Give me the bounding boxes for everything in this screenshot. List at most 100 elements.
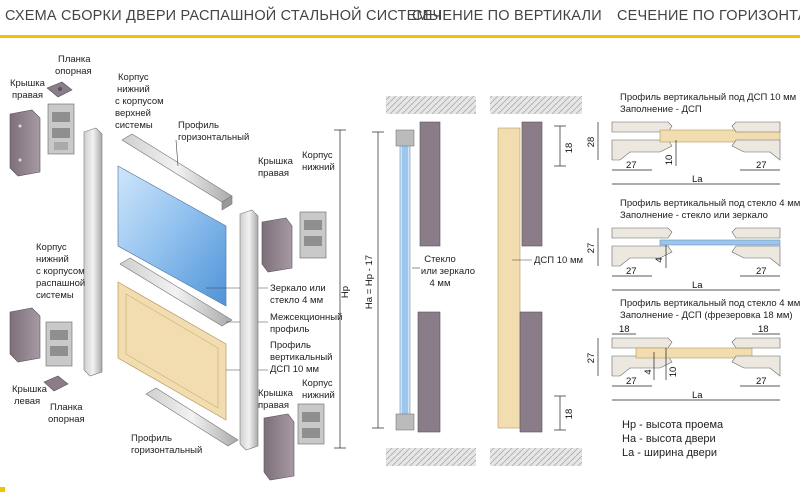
label-mid-profile-1: Межсекционный bbox=[270, 312, 342, 323]
label-cap-right-r-1: Крышка bbox=[258, 156, 294, 167]
label-cap-right-top-1: Крышка bbox=[10, 78, 46, 89]
label-cap-right-r-2: правая bbox=[258, 168, 289, 179]
label-hp: Hp bbox=[340, 286, 351, 298]
label-planka-bot-1: Планка bbox=[50, 402, 83, 413]
horizontal-profile-bottom bbox=[145, 387, 239, 447]
housing-top bbox=[47, 103, 75, 155]
label-housing-right-1: Корпус bbox=[302, 150, 333, 161]
label-cap-right-b-2: правая bbox=[258, 400, 289, 411]
s2-dim-h: 27 bbox=[586, 243, 597, 254]
section1-title: Профиль вертикальный под ДСП 10 мм bbox=[620, 92, 796, 103]
vertical-profile-left bbox=[83, 127, 103, 377]
label-glass-2: или зеркало bbox=[421, 266, 475, 277]
s3-dim-18-left: 18 bbox=[619, 324, 630, 335]
label-housing-mid-3: с корпусом bbox=[36, 266, 85, 277]
section2-drawing bbox=[597, 227, 781, 291]
section1-fill: Заполнение - ДСП bbox=[620, 104, 702, 115]
label-housing-mid-5: системы bbox=[36, 290, 74, 301]
horizontal-profile-top bbox=[121, 133, 233, 211]
title-vertical-section: СЕЧЕНИЕ ПО ВЕРТИКАЛИ bbox=[412, 8, 602, 24]
s2-dim-la: La bbox=[692, 280, 703, 291]
s3-dim-h: 27 bbox=[586, 353, 597, 364]
label-housing-top-3: с корпусом bbox=[115, 96, 164, 107]
cap-left-bottom bbox=[9, 307, 41, 363]
label-cap-left-2: левая bbox=[14, 396, 40, 407]
s1-dim-l: 27 bbox=[626, 160, 637, 171]
section3-title: Профиль вертикальный под стекло 4 мм bbox=[620, 298, 800, 309]
label-housing-bot-1: Корпус bbox=[302, 378, 333, 389]
label-profile-v-2: вертикальный bbox=[270, 352, 332, 363]
label-glass-1: Стекло bbox=[424, 254, 456, 265]
s1-dim-la: La bbox=[692, 174, 703, 185]
label-mirror-2: стекло 4 мм bbox=[270, 295, 323, 306]
accent-rule bbox=[0, 35, 800, 38]
label-ha: Ha = Hp - 17 bbox=[364, 255, 375, 309]
s1-dim-t: 10 bbox=[664, 155, 675, 166]
s3-dim-t2: 10 bbox=[668, 367, 679, 378]
label-planka-bot-2: опорная bbox=[48, 414, 85, 425]
s3-dim-la: La bbox=[692, 390, 703, 401]
label-dsp-section: ДСП 10 мм bbox=[534, 255, 583, 266]
label-profile-v-1: Профиль bbox=[270, 340, 311, 351]
s2-dim-t: 4 bbox=[654, 257, 665, 262]
label-housing-top-5: системы bbox=[115, 120, 153, 131]
label-planka-top-1: Планка bbox=[58, 54, 91, 65]
label-housing-mid-4: распашной bbox=[36, 278, 85, 289]
label-planka-top-2: опорная bbox=[55, 66, 92, 77]
label-housing-top-4: верхней bbox=[115, 108, 151, 119]
s2-dim-r: 27 bbox=[756, 266, 767, 277]
dim-top-18: 18 bbox=[564, 143, 575, 154]
label-profile-h-bot-1: Профиль bbox=[131, 433, 172, 444]
cap-right-lower bbox=[263, 413, 295, 481]
cap-right-top bbox=[9, 109, 41, 177]
glass-panel bbox=[117, 165, 227, 307]
label-housing-bot-2: нижний bbox=[302, 390, 335, 401]
s3-dim-18-right: 18 bbox=[758, 324, 769, 335]
dim-bottom-18: 18 bbox=[564, 409, 575, 420]
label-mirror-1: Зеркало или bbox=[270, 283, 326, 294]
s1-dim-r: 27 bbox=[756, 160, 767, 171]
section1-drawing bbox=[597, 121, 781, 185]
section2-title: Профиль вертикальный под стекло 4 мм bbox=[620, 198, 800, 209]
housing-right-upper bbox=[299, 211, 327, 259]
corner-accent bbox=[0, 487, 5, 492]
label-housing-mid-2: нижний bbox=[36, 254, 69, 265]
title-horizontal-section: СЕЧЕНИЕ ПО ГОРИЗОНТАЛИ bbox=[617, 8, 800, 24]
label-cap-right-b-1: Крышка bbox=[258, 388, 294, 399]
legend-la: La - ширина двери bbox=[622, 447, 717, 459]
housing-left-bottom bbox=[45, 321, 73, 367]
section2-fill: Заполнение - стекло или зеркало bbox=[620, 210, 768, 221]
label-glass-3: 4 мм bbox=[430, 278, 451, 289]
support-plate-bottom bbox=[43, 375, 69, 392]
label-housing-right-2: нижний bbox=[302, 162, 335, 173]
title-assembly: СХЕМА СБОРКИ ДВЕРИ РАСПАШНОЙ СТАЛЬНОЙ СИ… bbox=[5, 8, 442, 24]
label-profile-h-top-2: горизонтальный bbox=[178, 132, 249, 143]
label-dsp-1: ДСП 10 мм bbox=[270, 364, 319, 375]
mid-section-profile bbox=[119, 257, 233, 327]
label-housing-mid-1: Корпус bbox=[36, 242, 67, 253]
header: СХЕМА СБОРКИ ДВЕРИ РАСПАШНОЙ СТАЛЬНОЙ СИ… bbox=[0, 0, 800, 38]
vertical-section bbox=[334, 96, 582, 466]
label-cap-left-1: Крышка bbox=[12, 384, 48, 395]
vertical-profile-right bbox=[239, 209, 259, 451]
legend-ha: Ha - высота двери bbox=[622, 433, 716, 445]
label-profile-h-top-1: Профиль bbox=[178, 120, 219, 131]
section3-fill: Заполнение - ДСП (фрезеровка 18 мм) bbox=[620, 310, 793, 321]
label-housing-top-2: нижний bbox=[117, 84, 150, 95]
s1-dim-h: 28 bbox=[586, 137, 597, 148]
cap-right-upper bbox=[261, 217, 293, 273]
s3-dim-l: 27 bbox=[626, 376, 637, 387]
s3-dim-t1: 4 bbox=[643, 369, 654, 374]
housing-right-lower bbox=[297, 403, 325, 445]
legend-hp: Hp - высота проема bbox=[622, 419, 724, 431]
label-cap-right-top-2: правая bbox=[12, 90, 43, 101]
section3-drawing bbox=[597, 333, 781, 401]
label-profile-h-bot-2: горизонтальный bbox=[131, 445, 202, 456]
dsp-panel bbox=[117, 281, 227, 421]
s2-dim-l: 27 bbox=[626, 266, 637, 277]
support-plate-top bbox=[46, 81, 73, 98]
label-housing-top-1: Корпус bbox=[118, 72, 149, 83]
s3-dim-r: 27 bbox=[756, 376, 767, 387]
label-mid-profile-2: профиль bbox=[270, 324, 309, 335]
